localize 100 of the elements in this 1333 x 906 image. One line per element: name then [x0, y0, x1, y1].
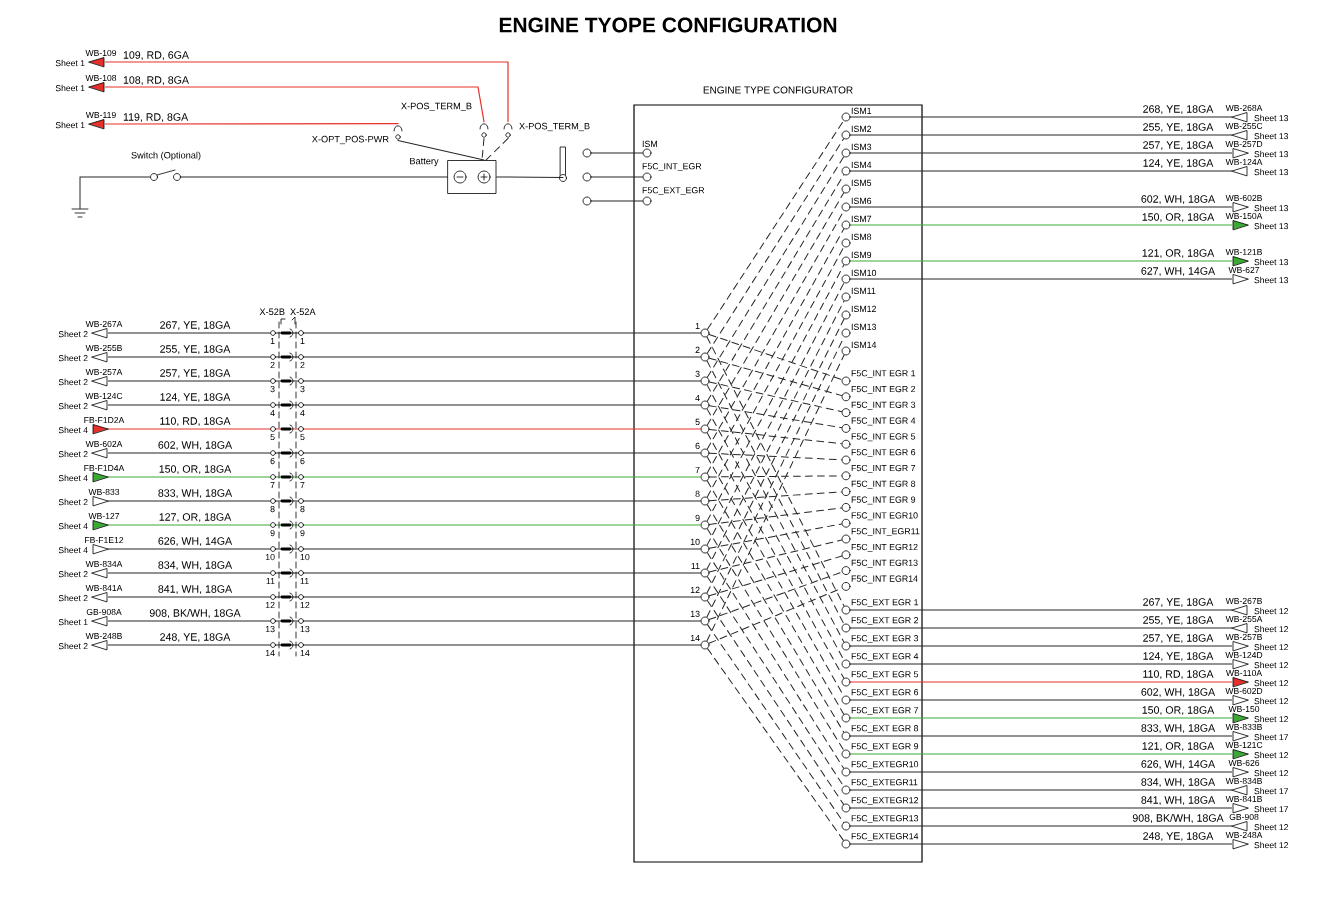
wire-reference: WB-127: [88, 513, 120, 519]
battery-label: Battery: [410, 157, 439, 167]
ground-symbol: [71, 208, 89, 218]
jumper-line: [485, 137, 509, 161]
wire-label: 124, YE, 18GA: [160, 393, 231, 402]
title: ENGINE TYOPE CONFIGURATION: [499, 17, 837, 33]
sheet-reference: Sheet 1: [55, 59, 85, 67]
wire-reference: WB-627: [1228, 266, 1260, 273]
pin-label: 11: [691, 562, 700, 569]
wire-reference: WB-124D: [1225, 652, 1263, 658]
pin-number: 6: [270, 457, 275, 465]
pin-label: F5C_INT EGR 6: [851, 449, 916, 457]
jumper-line: [708, 587, 843, 644]
pin-label: F5C_EXT EGR 4: [851, 653, 919, 661]
pin-label: F5C_EXT_EGR: [642, 187, 705, 195]
jumper-line: [707, 648, 844, 841]
wire-label: 108, RD, 8GA: [123, 76, 189, 85]
sheet-reference: Sheet 12: [1254, 625, 1288, 633]
wire: [590, 200, 644, 202]
pin-number: 11: [300, 578, 309, 585]
pin-label: F5C_INT EGR10: [851, 512, 918, 521]
pin-number: 12: [300, 601, 310, 609]
wire: [849, 609, 1233, 611]
pin-label: ISM3: [851, 143, 872, 150]
sheet-reference: Sheet 13: [1254, 276, 1289, 284]
jumper-line: [706, 138, 845, 354]
wire-label: 602, WH, 18GA: [158, 441, 233, 450]
wire-reference: WB-268A: [1225, 104, 1263, 111]
wire: [849, 278, 1233, 280]
wire-reference: WB-833B: [1225, 723, 1262, 730]
wire: [107, 380, 702, 382]
pin-number: 1: [270, 338, 275, 345]
pin-label: F5C_INT EGR 1: [851, 370, 916, 378]
wire-label: 121, OR, 18GA: [1142, 249, 1215, 258]
wire-label: 841, WH, 18GA: [158, 585, 233, 594]
wire: [849, 116, 1233, 118]
wire: [849, 663, 1233, 665]
sheet-reference: Sheet 13: [1254, 114, 1289, 122]
pin-label: F5C_INT EGR 9: [851, 496, 916, 505]
jumper-line: [706, 408, 845, 661]
wire: [107, 620, 702, 622]
wire: [107, 572, 702, 574]
sheet-reference: Sheet 2: [58, 378, 88, 386]
pin-number: 13: [265, 625, 275, 633]
wire-label: 268, YE, 18GA: [1143, 105, 1214, 114]
pin-label: 4: [695, 394, 700, 401]
sheet-reference: Sheet 13: [1254, 204, 1289, 212]
wire: [104, 61, 509, 123]
wire: [849, 260, 1233, 262]
wire: [397, 139, 485, 161]
pin-number: 10: [300, 553, 310, 561]
wire-label: 833, WH, 18GA: [158, 489, 233, 498]
wire-label: 257, YE, 18GA: [1143, 634, 1214, 643]
sheet-reference: Sheet 1: [55, 84, 85, 92]
wire-label: 255, YE, 18GA: [160, 345, 231, 354]
wire-label: 267, YE, 18GA: [160, 321, 231, 330]
wire-reference: WB-257A: [85, 368, 123, 375]
pin-label: ISM: [642, 140, 657, 147]
pin-label: ISM12: [851, 305, 876, 312]
wire-reference: WB-257B: [1225, 633, 1262, 640]
pin-number: 2: [270, 361, 275, 369]
wire-reference: WB-108: [85, 74, 117, 81]
wire-reference: FB-F1D4A: [84, 465, 125, 471]
pin-number: 11: [266, 578, 275, 585]
wire-label: 908, BK/WH, 18GA: [149, 608, 241, 618]
pin-label: ISM10: [851, 269, 877, 276]
pin-label: 3: [695, 370, 700, 377]
pin-number: 6: [300, 457, 305, 465]
wire-label: 109, RD, 6GA: [123, 51, 189, 60]
pin-label: F5C_INT EGR14: [851, 575, 918, 584]
sheet-reference: Sheet 12: [1254, 697, 1288, 705]
jumper-line: [706, 174, 845, 402]
jumper-line: [706, 528, 845, 751]
pin-label: ISM6: [851, 197, 872, 204]
wire: [849, 789, 1233, 791]
sheet-reference: Sheet 4: [58, 426, 88, 434]
wire-label: 248, YE, 18GA: [160, 633, 231, 642]
wire-reference: WB-109: [85, 49, 117, 56]
pin-label: ISM4: [851, 161, 872, 168]
sheet-reference: Sheet 13: [1254, 222, 1289, 230]
sheet-reference: Sheet 13: [1254, 168, 1289, 176]
jumper-line: [706, 504, 845, 733]
pin-label: F5C_EXT EGR 1: [851, 599, 919, 607]
wire-label: 833, WH, 18GA: [1141, 724, 1216, 733]
wire: [849, 645, 1233, 647]
wire: [590, 176, 644, 178]
wire-reference: WB-255A: [1225, 615, 1263, 622]
jumper-line: [708, 555, 843, 597]
wire-reference: WB-248B: [85, 632, 122, 639]
wire: [179, 176, 449, 178]
wire: [849, 134, 1233, 136]
wire-reference: WB-248A: [1225, 831, 1263, 838]
wire: [849, 753, 1233, 755]
wire: [107, 500, 702, 502]
pin-number: 7: [300, 482, 305, 489]
jumper-line: [708, 333, 843, 381]
wire-label: 602, WH, 18GA: [1141, 195, 1216, 204]
pin-label: F5C_INT EGR 8: [851, 480, 916, 489]
wire-reference: GB-908: [1229, 813, 1259, 820]
wire-reference: FB-F1E12: [85, 537, 124, 543]
